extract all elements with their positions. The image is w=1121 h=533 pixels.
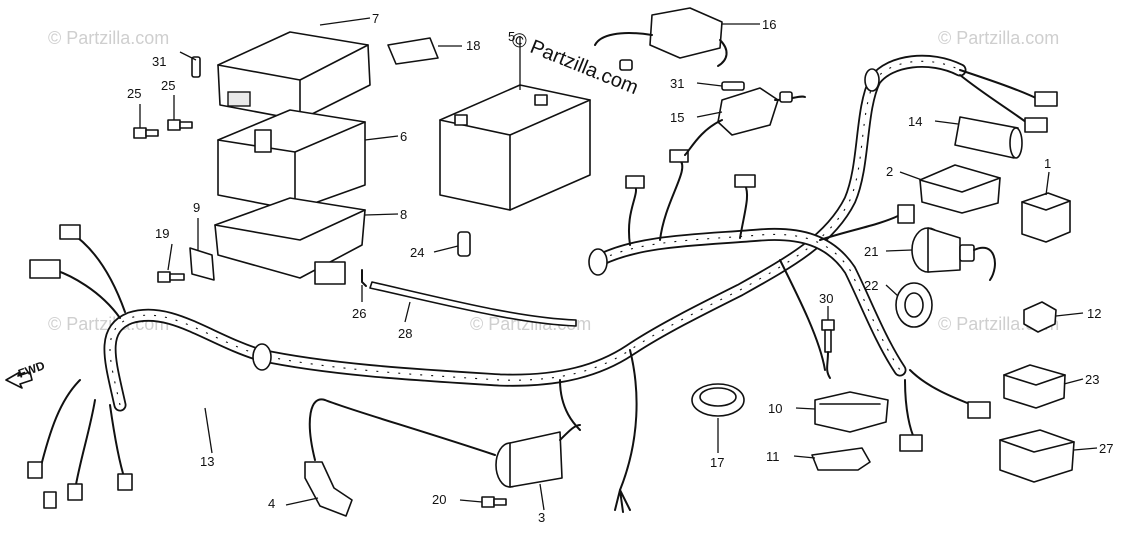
callout-31: 31 xyxy=(670,76,684,91)
terminal xyxy=(1023,301,1057,333)
callout-19: 23 xyxy=(1085,372,1099,387)
callout-8: 8 xyxy=(400,207,407,222)
callout-17: 21 xyxy=(864,244,878,259)
regulator xyxy=(814,391,889,433)
connector xyxy=(1024,117,1048,133)
connector xyxy=(117,473,133,491)
grommet-ring xyxy=(691,383,745,417)
connector xyxy=(669,149,689,163)
callout-7: 7 xyxy=(372,11,379,26)
callout-5: 5 xyxy=(508,29,515,44)
connector xyxy=(67,483,83,501)
connector xyxy=(734,174,756,188)
fuse xyxy=(191,56,201,78)
callout-22: 18 xyxy=(466,38,480,53)
connector xyxy=(625,175,645,189)
watermark-text: © Partzilla.com xyxy=(48,28,169,48)
coupler xyxy=(1003,364,1066,409)
callout-18: 22 xyxy=(864,278,878,293)
connector xyxy=(27,461,43,479)
tube-clip xyxy=(361,269,367,287)
battery xyxy=(439,84,591,211)
battery-pad xyxy=(387,37,439,65)
connector xyxy=(43,491,57,509)
spark-plug-cap xyxy=(304,461,353,517)
connector xyxy=(967,401,991,419)
callout-13: 13 xyxy=(200,454,214,469)
callout-24: 20 xyxy=(432,492,446,507)
screw xyxy=(167,119,193,131)
callout-27: 24 xyxy=(410,245,424,260)
callout-3: 3 xyxy=(538,510,545,525)
callout-23: 19 xyxy=(155,226,169,241)
bolt xyxy=(157,271,185,283)
callout-26: 26 xyxy=(352,306,366,321)
connector xyxy=(59,224,81,240)
callout-leaders xyxy=(139,17,1098,511)
callout-11: 11 xyxy=(766,449,780,464)
electrical-unit xyxy=(919,164,1001,214)
bracket xyxy=(811,447,871,471)
callout-20: 27 xyxy=(1099,441,1113,456)
callout-10: 10 xyxy=(768,401,782,416)
battery-box-cover xyxy=(217,31,371,121)
connector xyxy=(899,434,923,452)
bracket xyxy=(189,247,215,281)
callout-31: 31 xyxy=(152,54,166,69)
connector xyxy=(897,204,915,224)
battery-tray xyxy=(214,197,366,285)
ground-bolt xyxy=(821,319,835,379)
main-wire-harness xyxy=(27,54,1058,513)
fuse-holder xyxy=(594,7,728,71)
screw xyxy=(133,127,159,139)
callout-4: 4 xyxy=(268,496,275,511)
connector xyxy=(29,259,61,279)
rubber-mount xyxy=(895,282,933,328)
cover-tube xyxy=(954,116,1023,159)
bolt xyxy=(481,496,507,508)
callout-16: 16 xyxy=(762,17,776,32)
callout-6: 6 xyxy=(400,129,407,144)
callout-1: 1 xyxy=(1044,156,1051,171)
watermark-text: © Partzilla.com xyxy=(938,28,1059,48)
coupler-cover xyxy=(999,429,1075,483)
forward-direction-indicator: FWD xyxy=(5,358,47,389)
callout-12: 12 xyxy=(1087,306,1101,321)
battery-breather-tube xyxy=(369,281,577,327)
fuse-case xyxy=(684,87,806,156)
ignition-coil xyxy=(308,398,581,488)
callout-2: 2 xyxy=(886,164,893,179)
callout-25: 25 xyxy=(161,78,175,93)
relay xyxy=(1021,192,1071,243)
vent-tube-fitting xyxy=(457,231,471,257)
callout-21: 17 xyxy=(710,455,724,470)
callout-28: 28 xyxy=(398,326,412,341)
callout-25: 25 xyxy=(127,86,141,101)
connector xyxy=(1034,91,1058,107)
callout-numbers: 7 6 8 9 31 18 5 24 26 28 19 25 25 13 4 3… xyxy=(127,11,1113,525)
callout-9: 9 xyxy=(193,200,200,215)
round-unit xyxy=(911,227,996,281)
callout-15: 15 xyxy=(670,110,684,125)
fuse xyxy=(721,81,745,91)
callout-30: 30 xyxy=(819,291,833,306)
callout-14: 14 xyxy=(908,114,922,129)
battery-case xyxy=(217,109,366,211)
